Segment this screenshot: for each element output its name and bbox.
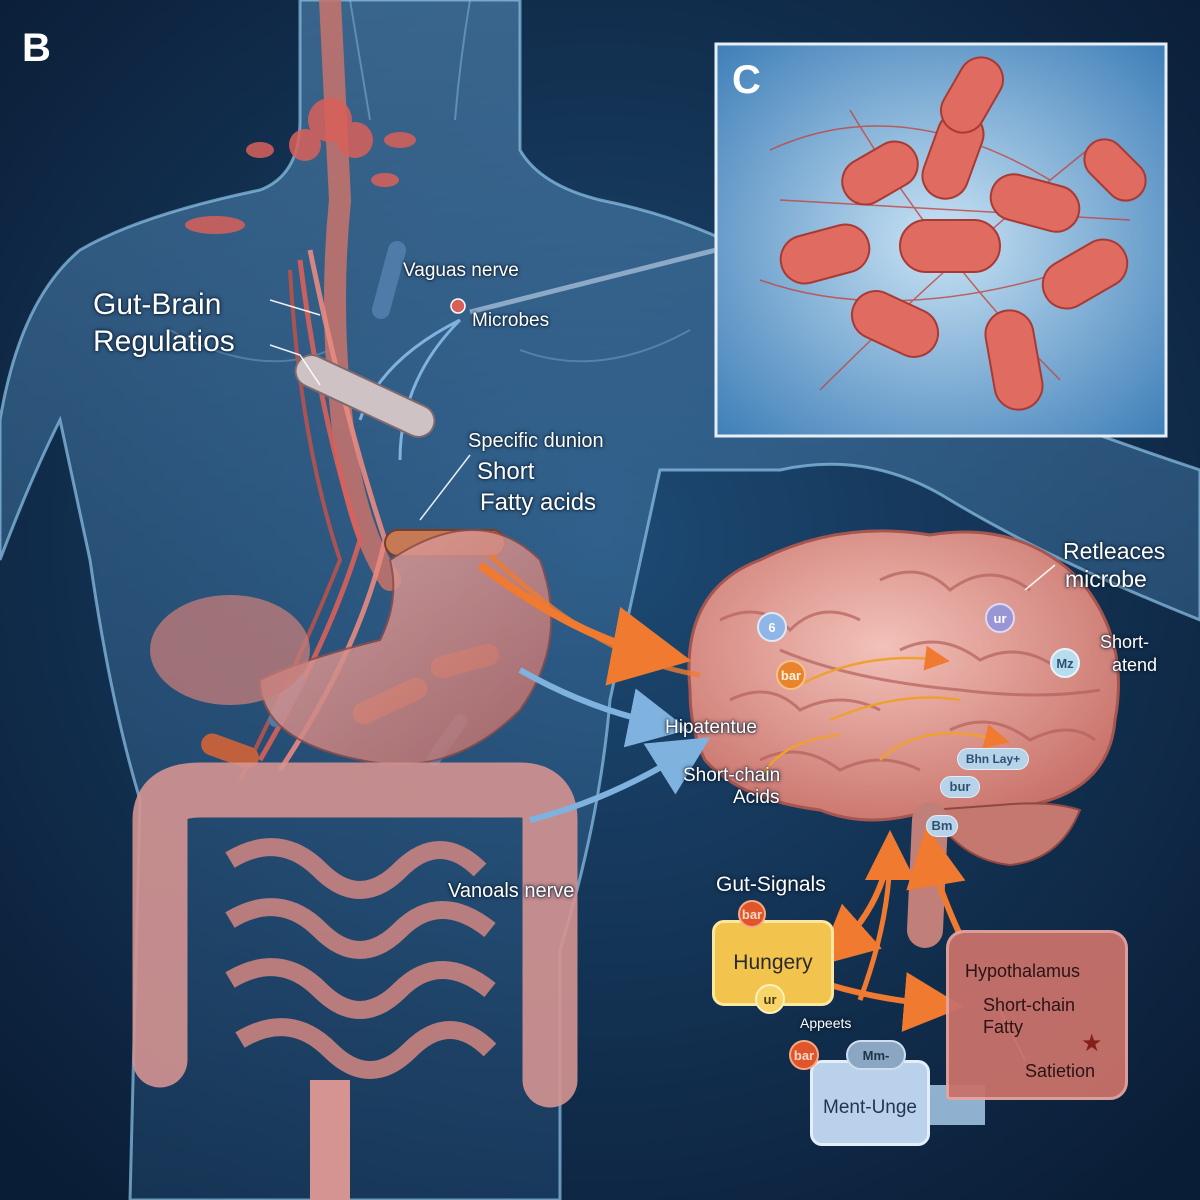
- arrow-gut-to-brain-blue-2: [529, 737, 711, 823]
- ment-unge-label: Ment-Unge: [823, 1097, 917, 1118]
- brain-signal-arrows: [758, 645, 1010, 781]
- small-intestine: [225, 838, 497, 1079]
- label-short-dash: Short-: [1100, 632, 1150, 652]
- hunger-badge-top: bar: [738, 900, 766, 928]
- label-retleaces: Retleaces: [1063, 538, 1166, 564]
- panel-letter-c: C: [732, 58, 761, 102]
- brain-badge-bur: bur: [940, 776, 980, 798]
- arrow-gut-to-brain-blue-1: [518, 667, 689, 748]
- microbe-marker-dot: [450, 298, 466, 314]
- ment-badge-top: Mm-: [846, 1040, 906, 1070]
- arrow-hypothalamus-to-brain: [906, 826, 966, 937]
- neck-outline: [349, 0, 471, 121]
- cerebellum: [928, 802, 1082, 867]
- ment-unge-box: Ment-Unge: [810, 1060, 930, 1146]
- brain-badge-bar: bar: [776, 660, 806, 690]
- throat-microbe-cluster: [185, 98, 416, 234]
- brain-stem: [907, 802, 948, 948]
- label-appeets: Appeets: [800, 1015, 852, 1031]
- hunger-badge-bottom: ur: [755, 984, 785, 1014]
- label-gut-signals: Gut-Signals: [716, 873, 826, 896]
- liver: [150, 595, 310, 705]
- title-line-2: Regulatios: [93, 325, 235, 358]
- arrow-gut-to-brain-orange-2: [488, 553, 701, 678]
- label-short-chain: Short-chain: [683, 765, 781, 786]
- arrow-up-to-brain: [857, 830, 915, 1001]
- hypothalamus-fatty: Fatty: [983, 1017, 1024, 1037]
- label-vagus-nerve-top: Vaguas nerve: [403, 260, 519, 281]
- brain-badge-6: 6: [757, 612, 787, 642]
- brain-badge-bhn-lay: Bhn Lay+: [957, 748, 1029, 770]
- label-acids: Acids: [733, 787, 780, 808]
- brain: [687, 529, 1120, 822]
- inset-connector: [469, 247, 717, 315]
- label-microbe: microbe: [1065, 566, 1147, 592]
- label-hipatentue: Hipatentue: [665, 717, 757, 738]
- brain-badge-bm: Bm: [926, 815, 958, 837]
- star-icon: ★: [1081, 1030, 1103, 1057]
- hypothalamus-short-chain: Short-chain: [983, 995, 1076, 1015]
- arrow-hunger-to-hypothalamus: [829, 972, 964, 1032]
- label-atend: atend: [1112, 655, 1158, 675]
- large-intestine: [132, 762, 578, 1108]
- hypothalamus-box: Hypothalamus Short-chain Fatty ★ Satieti…: [946, 930, 1128, 1100]
- ment-badge-left: bar: [789, 1040, 819, 1070]
- inset-bacteria-colony: [759, 56, 1147, 411]
- hypothalamus-satietion: Satietion: [1025, 1061, 1096, 1081]
- hunger-box-label: Hungery: [733, 951, 813, 974]
- label-fatty-acids: Fatty acids: [480, 489, 597, 516]
- label-vanoals-nerve: Vanoals nerve: [448, 880, 575, 902]
- panel-letter-b: B: [22, 26, 51, 70]
- label-microbes: Microbes: [472, 310, 550, 331]
- title-line-1: Gut-Brain: [93, 288, 222, 321]
- brain-badge-ur: ur: [985, 603, 1015, 633]
- label-specific-dunion: Specific dunion: [468, 430, 604, 452]
- label-short: Short: [477, 458, 535, 485]
- brain-badge-mz: Mz: [1050, 648, 1080, 678]
- hypothalamus-label: Hypothalamus: [965, 961, 1081, 981]
